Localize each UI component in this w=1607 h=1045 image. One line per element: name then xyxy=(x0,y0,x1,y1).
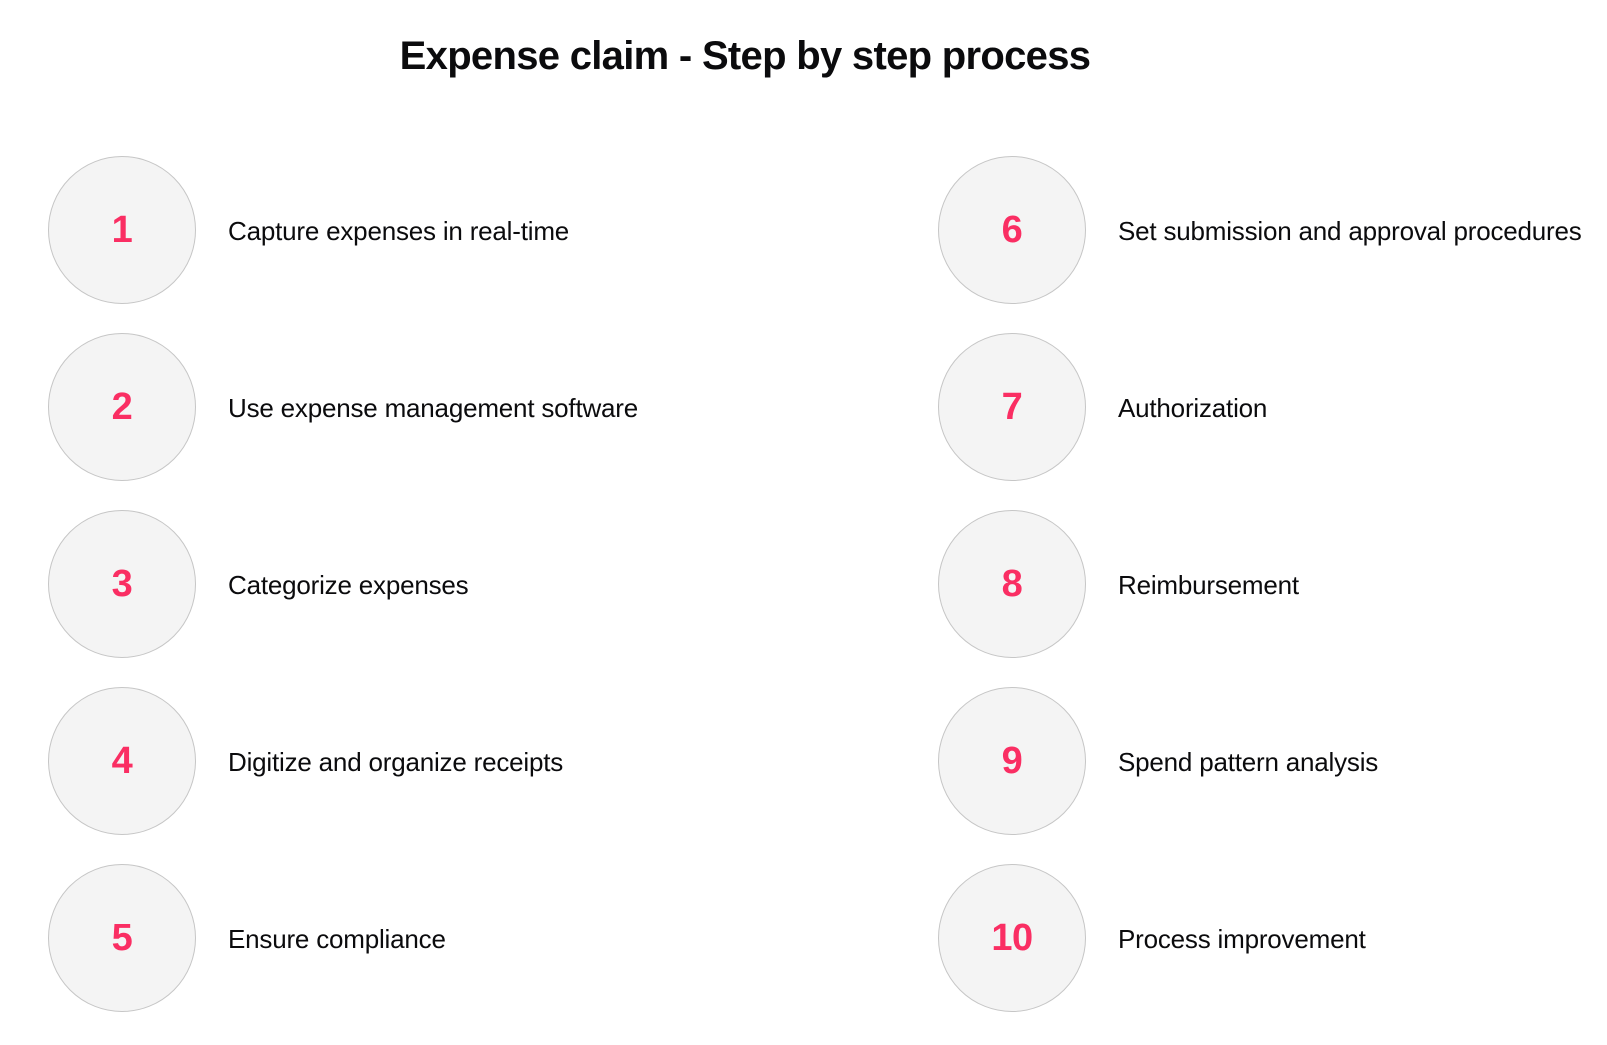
step-description: Process improvement xyxy=(1118,923,1366,954)
steps-column-left: 1 Capture expenses in real-time 2 Use ex… xyxy=(48,156,768,1041)
step-number-badge: 8 xyxy=(938,510,1086,658)
step-number-badge: 4 xyxy=(48,687,196,835)
page-title: Expense claim - Step by step process xyxy=(399,34,1091,78)
step-number-badge: 9 xyxy=(938,687,1086,835)
step-number-label: 6 xyxy=(1001,209,1023,251)
step-number-label: 5 xyxy=(111,917,133,959)
step-number-badge: 2 xyxy=(48,333,196,481)
step-number-badge: 6 xyxy=(938,156,1086,304)
step-number-badge: 3 xyxy=(48,510,196,658)
steps-container: 1 Capture expenses in real-time 2 Use ex… xyxy=(0,156,1607,1045)
step-number-label: 4 xyxy=(111,740,133,782)
step-number-label: 2 xyxy=(111,386,133,428)
step-number-badge: 1 xyxy=(48,156,196,304)
step-number-label: 1 xyxy=(111,209,133,251)
step-item[interactable]: 5 Ensure compliance xyxy=(48,864,768,1041)
step-number-badge: 5 xyxy=(48,864,196,1012)
step-item[interactable]: 4 Digitize and organize receipts xyxy=(48,687,768,864)
steps-column-right: 6 Set submission and approval procedures… xyxy=(938,156,1607,1041)
step-item[interactable]: 9 Spend pattern analysis xyxy=(938,687,1607,864)
step-item[interactable]: 7 Authorization xyxy=(938,333,1607,510)
step-description: Capture expenses in real-time xyxy=(228,215,570,246)
step-description: Categorize expenses xyxy=(228,569,469,600)
step-item[interactable]: 1 Capture expenses in real-time xyxy=(48,156,768,333)
step-number-label: 10 xyxy=(991,917,1033,959)
step-item[interactable]: 6 Set submission and approval procedures xyxy=(938,156,1607,333)
step-item[interactable]: 8 Reimbursement xyxy=(938,510,1607,687)
step-item[interactable]: 3 Categorize expenses xyxy=(48,510,768,687)
step-number-label: 9 xyxy=(1001,740,1023,782)
step-number-label: 7 xyxy=(1001,386,1023,428)
step-number-label: 8 xyxy=(1001,563,1023,605)
step-number-badge: 10 xyxy=(938,864,1086,1012)
step-number-badge: 7 xyxy=(938,333,1086,481)
step-description: Authorization xyxy=(1118,392,1268,423)
step-description: Set submission and approval procedures xyxy=(1118,215,1582,246)
step-item[interactable]: 10 Process improvement xyxy=(938,864,1607,1041)
step-description: Digitize and organize receipts xyxy=(228,746,564,777)
step-description: Use expense management software xyxy=(228,392,639,423)
step-description: Reimbursement xyxy=(1118,569,1299,600)
step-number-label: 3 xyxy=(111,563,133,605)
step-item[interactable]: 2 Use expense management software xyxy=(48,333,768,510)
step-description: Spend pattern analysis xyxy=(1118,746,1379,777)
step-description: Ensure compliance xyxy=(228,923,446,954)
